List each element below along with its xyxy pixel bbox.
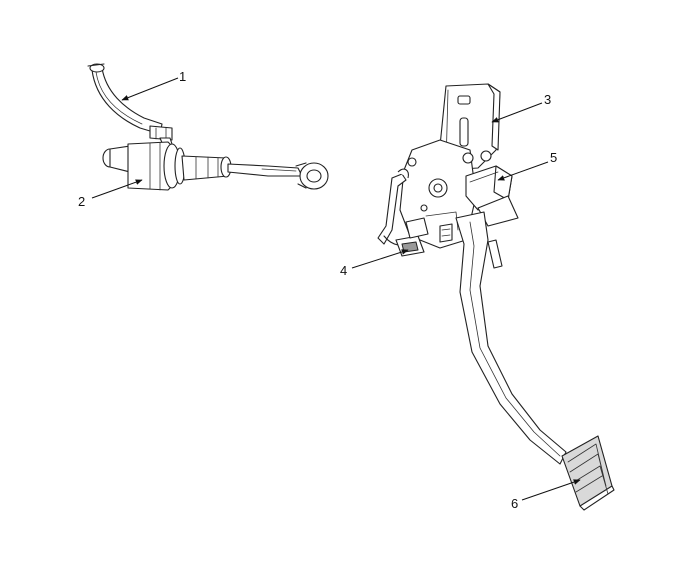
leader-2 [91, 179, 143, 199]
leader-1 [121, 77, 179, 101]
clutch-master-cylinder [102, 141, 329, 191]
callout-2: 2 [78, 194, 85, 209]
callout-leaders [91, 77, 581, 501]
leader-4 [351, 249, 409, 269]
callout-3: 3 [544, 92, 551, 107]
leader-3 [491, 102, 543, 123]
leader-6 [521, 479, 581, 501]
clutch-pedal [455, 211, 615, 511]
reservoir-hose [87, 63, 175, 153]
clutch-switch [377, 168, 453, 257]
callout-5: 5 [550, 150, 557, 165]
callout-labels: 1 2 3 4 5 6 [78, 69, 557, 511]
callout-1: 1 [179, 69, 186, 84]
leader-5 [497, 161, 549, 181]
callout-4: 4 [340, 263, 347, 278]
callout-6: 6 [511, 496, 518, 511]
